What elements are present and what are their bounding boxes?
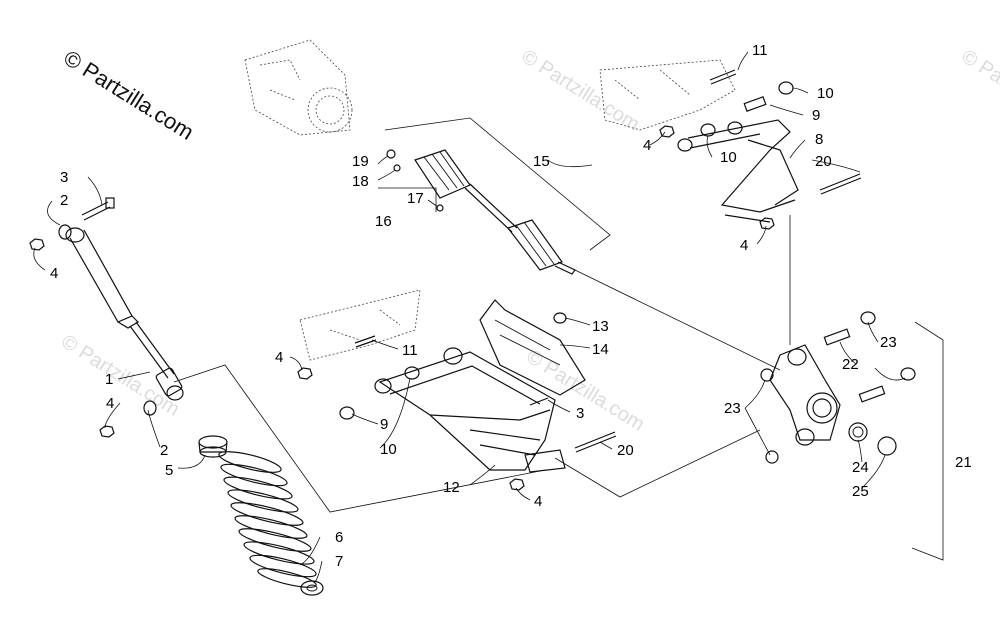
- callout-12: 12: [443, 479, 460, 496]
- callout-4: 4: [275, 349, 283, 366]
- callout-15: 15: [533, 153, 550, 170]
- callout-5: 5: [165, 462, 173, 479]
- callout-11: 11: [752, 42, 768, 59]
- watermark: © Partzilla.com: [517, 46, 643, 136]
- copyright-text: © Partzilla.com: [59, 45, 198, 145]
- upper-a-arm: [677, 119, 799, 223]
- bracket-21: [911, 321, 944, 561]
- callout-16: 16: [375, 213, 392, 230]
- callout-22: 22: [842, 356, 859, 373]
- callout-20: 20: [617, 442, 634, 459]
- axle-bracket-15: [384, 117, 611, 251]
- bolt: [709, 69, 862, 195]
- spring-seat: [300, 580, 324, 596]
- callout-8: 8: [815, 131, 823, 148]
- watermark: © Partzilla.com: [57, 331, 183, 421]
- callout-11: 11: [402, 342, 418, 359]
- callout-23: 23: [724, 400, 741, 417]
- callout-1: 1: [105, 371, 113, 388]
- lower-a-arm: [374, 347, 566, 473]
- callout-14: 14: [592, 341, 609, 358]
- axle-bracket-16: [378, 187, 437, 212]
- shock-bolt: [81, 197, 115, 221]
- callout-6: 6: [335, 529, 343, 546]
- callout-10: 10: [720, 149, 737, 166]
- callout-10: 10: [817, 85, 834, 102]
- bolt: [354, 335, 617, 453]
- bushing: [58, 224, 157, 416]
- callout-9: 9: [380, 416, 388, 433]
- callout-4: 4: [106, 395, 114, 412]
- callout-24: 24: [852, 459, 869, 476]
- watermark: © Partzilla.com: [522, 346, 648, 436]
- drive-axle: [414, 149, 576, 275]
- callout-17: 17: [407, 190, 424, 207]
- callout-13: 13: [592, 318, 609, 335]
- reference-lines: [173, 215, 791, 513]
- callout-9: 9: [812, 107, 820, 124]
- nut: [297, 125, 775, 491]
- bearing: [848, 422, 868, 442]
- callout-7: 7: [335, 553, 343, 570]
- callout-20: 20: [815, 153, 832, 170]
- shock-absorber: [65, 227, 184, 401]
- gearcase-outline: [244, 39, 353, 136]
- spring-retainer: [198, 435, 228, 458]
- skid-plate: [479, 299, 586, 396]
- callout-4: 4: [50, 265, 58, 282]
- callout-21: 21: [955, 454, 972, 471]
- callout-4: 4: [643, 137, 651, 154]
- callout-25: 25: [852, 483, 869, 500]
- callout-4: 4: [740, 237, 748, 254]
- frame-outline-upper: [599, 59, 736, 131]
- frame-outline-lower: [299, 289, 421, 361]
- snap-ring: [877, 436, 897, 456]
- callout-23: 23: [880, 334, 897, 351]
- rear-knuckle: [769, 344, 841, 446]
- knuckle-spacers: [760, 311, 916, 464]
- callout-18: 18: [352, 173, 369, 190]
- callout-19: 19: [352, 153, 369, 170]
- clip: [386, 149, 444, 212]
- callout-2: 2: [60, 192, 68, 209]
- callout-4: 4: [534, 493, 542, 510]
- leader-lines: [33, 51, 906, 584]
- callout-labels: 3 2 4 1 4 2 5 6 7 19 18 17 16 15 11 10 9…: [50, 42, 972, 570]
- callout-3: 3: [60, 169, 68, 186]
- watermark: © Partzilla.com: [957, 46, 1000, 136]
- callout-2: 2: [160, 442, 168, 459]
- callout-10: 10: [380, 441, 397, 458]
- coil-spring: [218, 451, 317, 588]
- callout-3: 3: [576, 405, 584, 422]
- bushing: [700, 81, 794, 137]
